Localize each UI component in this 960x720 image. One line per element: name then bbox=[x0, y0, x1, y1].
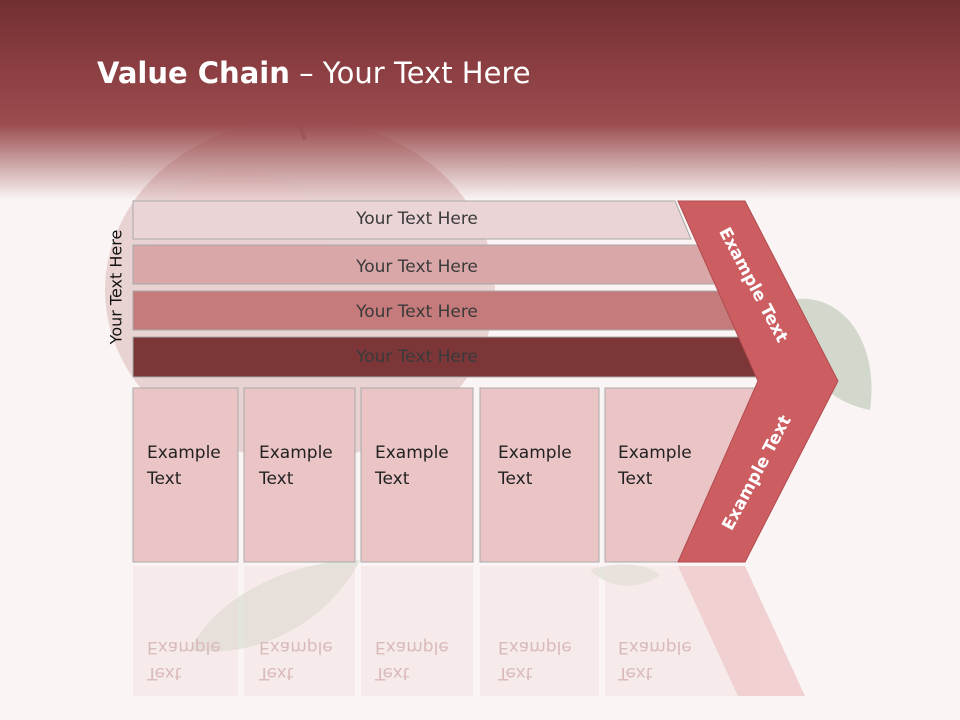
band-4-label: Your Text Here bbox=[356, 347, 478, 367]
band-1-label: Your Text Here bbox=[356, 209, 478, 229]
activity-box-2-line2: Text bbox=[259, 469, 294, 489]
band-3-label: Your Text Here bbox=[356, 302, 478, 322]
activity-box-1-line1: Example bbox=[147, 443, 221, 463]
title-band bbox=[0, 0, 960, 200]
activity-box-1 bbox=[132, 387, 239, 563]
activity-box-4 bbox=[479, 387, 600, 563]
chevron-arrow bbox=[677, 200, 839, 563]
slide-title: Value Chain – Your Text Here bbox=[97, 56, 531, 90]
activity-box-5-line2: Text bbox=[618, 469, 653, 489]
activity-box-4-line2: Text bbox=[498, 469, 533, 489]
activity-box-1-line2: Text bbox=[147, 469, 182, 489]
reflection bbox=[133, 566, 805, 696]
band-1 bbox=[132, 200, 692, 240]
side-label-text: Your Text Here bbox=[106, 229, 126, 345]
activity-box-3-line2: Text bbox=[375, 469, 410, 489]
activity-box-3-line1: Example bbox=[375, 443, 449, 463]
activity-box-3 bbox=[360, 387, 474, 563]
slide-title-rest: – Your Text Here bbox=[289, 56, 531, 90]
band-2-label: Your Text Here bbox=[356, 257, 478, 277]
slide-title-bold: Value Chain bbox=[97, 56, 290, 90]
activity-box-2-line1: Example bbox=[259, 443, 333, 463]
activity-box-5-line1: Example bbox=[618, 443, 692, 463]
activity-box-2 bbox=[243, 387, 356, 563]
activity-box-4-line1: Example bbox=[498, 443, 572, 463]
